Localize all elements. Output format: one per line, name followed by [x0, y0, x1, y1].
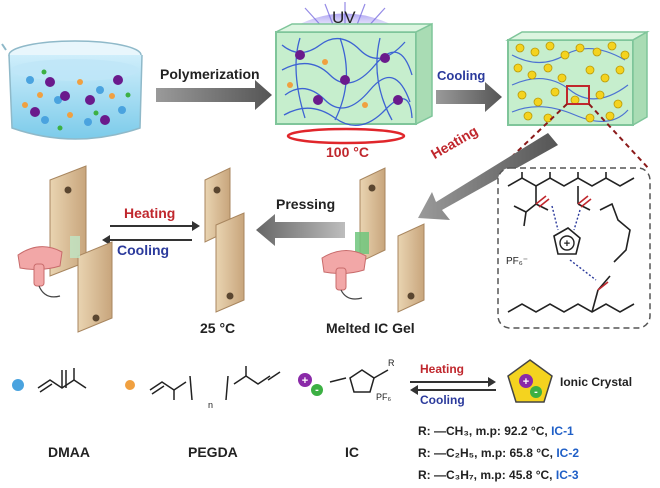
pegda-label: PEGDA — [188, 444, 238, 460]
ic-table: R: —CH₃, m.p: 92.2 °C, IC-1 R: —C₂H₅, m.… — [418, 420, 579, 486]
zoom-pf6-label: PF₆⁻ — [506, 256, 529, 267]
ionic-crystal-pentagon: + - — [507, 359, 553, 403]
polymerization-label: Polymerization — [160, 66, 260, 82]
hair-dryer-right — [321, 250, 367, 300]
svg-text:-: - — [315, 384, 319, 396]
zoom-carbonyls — [535, 195, 609, 291]
pressing-arrow — [256, 214, 345, 246]
ic-table-row: R: —CH₃, m.p: 92.2 °C, IC-1 — [418, 424, 574, 438]
ic-label: IC — [345, 444, 359, 460]
cooling-label-top: Cooling — [437, 68, 486, 83]
svg-text:+: + — [523, 376, 529, 388]
temp-25-label: 25 °C — [200, 320, 236, 336]
ic-table-row: R: —C₃H₇, m.p: 45.8 °C, IC-3 — [418, 468, 579, 482]
pegda-structure — [149, 366, 281, 401]
ic-table-row: R: —C₂H₅, m.p: 65.8 °C, IC-2 — [418, 446, 580, 460]
uv-label: UV — [332, 8, 356, 27]
svg-text:-: - — [534, 386, 538, 398]
zoom-lines — [497, 103, 651, 171]
dmaa-structure — [37, 368, 87, 393]
pegda-sphere — [125, 380, 135, 390]
zoom-structure — [507, 172, 635, 313]
ic-pf6-label: PF₆ — [376, 392, 392, 402]
beaker — [1, 40, 143, 140]
hair-dryer-left — [17, 246, 63, 298]
heat-cool-arrows — [102, 221, 200, 245]
hbond-lines — [551, 205, 597, 281]
cooling-label-bottom: Cooling — [420, 393, 465, 407]
ic-ion-pair-icon: + - — [298, 373, 323, 396]
gel-ions — [287, 50, 403, 108]
dmaa-sphere — [12, 379, 24, 391]
dmaa-label: DMAA — [48, 444, 90, 460]
ic-r-label: R — [388, 358, 395, 368]
plates-left — [49, 165, 113, 333]
cooling-arrow-top — [436, 82, 502, 112]
temp-100-label: 100 °C — [326, 144, 369, 160]
cooling-label-left: Cooling — [117, 242, 170, 258]
imidazolium-charge — [559, 235, 575, 251]
heating-label-left: Heating — [124, 205, 176, 221]
zoom-inset — [497, 167, 651, 329]
heating-diag-arrow — [418, 133, 558, 220]
pegda-n-label: n — [208, 400, 214, 410]
pressing-label: Pressing — [276, 196, 336, 212]
svg-text:+: + — [302, 375, 308, 387]
melted-ic-gel-label: Melted IC Gel — [326, 320, 415, 336]
zoom-marker — [566, 85, 590, 105]
plates-middle — [204, 167, 245, 313]
equilibrium-arrows — [410, 377, 496, 395]
polymerization-arrow — [156, 80, 272, 110]
plus-sign: + — [564, 238, 570, 250]
plates-right — [355, 167, 425, 313]
ionic-crystal-label: Ionic Crystal — [560, 375, 633, 389]
ic-structure — [329, 369, 389, 393]
beaker-ions — [22, 69, 131, 131]
heat-ring — [286, 127, 406, 145]
heating-label-bottom: Heating — [420, 362, 465, 376]
crystal-particles — [513, 41, 630, 123]
